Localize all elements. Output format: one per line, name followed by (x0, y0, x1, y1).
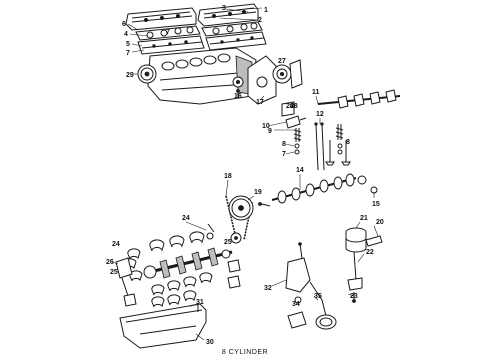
callout-14: 14 (296, 167, 304, 174)
callout-5: 5 (126, 41, 130, 48)
callout-26: 26 (106, 259, 114, 266)
pushrods (314, 122, 325, 171)
callout-18: 18 (224, 173, 232, 180)
oil-pan-gasket (189, 303, 199, 312)
valves (325, 140, 351, 166)
oil-pump (285, 242, 311, 329)
diagram-caption: 8 CYLINDER (221, 349, 269, 356)
callout-7a: 7 (126, 50, 130, 57)
callout-19: 19 (254, 189, 262, 196)
water-pump (289, 59, 303, 89)
callout-1: 1 (264, 7, 268, 14)
piston-pin (365, 235, 383, 247)
cam-bolts (206, 202, 271, 240)
callout-8a: 8 (282, 141, 286, 148)
rocker-shaft (317, 89, 401, 109)
callout-20: 20 (376, 219, 384, 226)
valve-cover-left (125, 7, 197, 31)
rod-bolts (352, 292, 356, 303)
callout-25a: 25 (224, 239, 232, 246)
water-pump-pulley (272, 64, 292, 84)
callout-9: 9 (268, 128, 272, 135)
cylinder-head-left (137, 35, 205, 55)
callout-10: 10 (262, 123, 270, 130)
callout-28: 28 (290, 103, 298, 110)
callout-21: 21 (360, 215, 368, 222)
flywheel (137, 64, 157, 84)
main-caps (227, 259, 241, 289)
piston (345, 227, 367, 253)
callout-24c: 24 (112, 241, 120, 248)
callout-7b: 7 (166, 29, 170, 36)
callout-24b: 24 (182, 215, 190, 222)
callout-8b: 8 (346, 139, 350, 146)
valve-springs (293, 124, 344, 142)
callout-22: 22 (366, 249, 374, 256)
callout-3: 3 (222, 5, 226, 12)
cam-thrust-plate (357, 175, 378, 194)
callout-7c: 7 (282, 151, 286, 158)
timing-cover (247, 55, 277, 105)
rocker-arm-10 (285, 115, 307, 129)
leader-lines (111, 7, 379, 341)
oil-pan (119, 303, 207, 349)
camshaft-sprocket (228, 195, 254, 221)
callout-31: 31 (196, 299, 204, 306)
crankshaft (143, 247, 233, 279)
callout-32: 32 (264, 285, 272, 292)
cylinder-head-gasket-right (201, 21, 263, 37)
camshaft (271, 173, 357, 204)
callout-29: 29 (126, 72, 134, 79)
callout-16: 16 (234, 93, 242, 100)
callout-27: 27 (278, 58, 286, 65)
callout-24a: 24 (286, 103, 294, 110)
cylinder-head-right (205, 31, 267, 51)
callout-6: 6 (122, 21, 126, 28)
crank-sprocket (230, 232, 242, 244)
piston-rod-assembly (115, 257, 137, 307)
valve-keepers (294, 143, 343, 155)
callout-25b: 25 (110, 269, 118, 276)
callout-2: 2 (258, 17, 262, 24)
oil-pump-pickup (309, 281, 337, 330)
callout-15: 15 (372, 201, 380, 208)
callout-34: 34 (292, 301, 300, 308)
crank-pulley (232, 76, 244, 88)
callout-30: 30 (206, 339, 214, 346)
callout-4: 4 (124, 31, 128, 38)
rear-main-bearings (151, 290, 197, 308)
rod-bearing-caps (151, 272, 213, 296)
callout-17: 17 (256, 99, 264, 106)
callouts: 3 2 1 4 5 6 7 7 29 16 17 27 28 24 11 10 … (106, 5, 384, 346)
connecting-rod (347, 251, 363, 291)
valve-cover-right (197, 3, 259, 27)
callout-35: 35 (314, 293, 322, 300)
cylinder-head-gasket-left (135, 25, 201, 41)
callout-11: 11 (312, 89, 320, 96)
main-bearings (149, 231, 205, 252)
callout-12: 12 (316, 111, 324, 118)
callout-23: 23 (350, 293, 358, 300)
